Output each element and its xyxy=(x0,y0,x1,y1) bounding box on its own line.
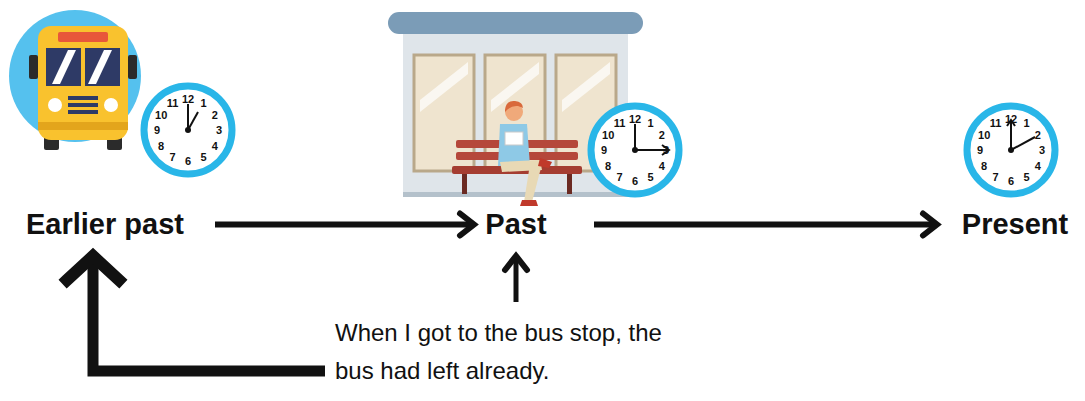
clock-hand xyxy=(187,104,189,130)
clock-number: 2 xyxy=(659,129,665,140)
example-sentence: When I got to the bus stop, the bus had … xyxy=(335,314,665,390)
clock-number: 3 xyxy=(663,145,669,156)
clock-number: 10 xyxy=(602,129,614,140)
bus-bumper xyxy=(38,122,128,130)
bus-icon xyxy=(9,10,141,150)
clock-hand xyxy=(1010,121,1012,150)
clock-number: 6 xyxy=(185,156,191,167)
clock-number: 12 xyxy=(1005,114,1017,125)
clock-number: 8 xyxy=(158,140,164,151)
node-text: Present xyxy=(945,207,1085,242)
pointer-arrow xyxy=(93,256,325,371)
clock-number: 2 xyxy=(212,109,218,120)
clock-face xyxy=(591,106,679,194)
node-text: Earlier past xyxy=(5,207,205,242)
clock-number: 11 xyxy=(614,118,626,129)
clock-number: 12 xyxy=(629,114,641,125)
bus-body xyxy=(38,26,128,140)
bus-divider xyxy=(81,48,85,86)
clock-rim xyxy=(967,106,1055,194)
clock-number: 7 xyxy=(169,151,175,162)
clock-number: 5 xyxy=(647,171,653,182)
clock-hand xyxy=(1011,137,1035,150)
clock-number: 3 xyxy=(216,125,222,136)
person-shoe xyxy=(520,200,538,206)
shelter-base xyxy=(403,192,628,197)
timeline-arrow xyxy=(215,222,474,228)
shelter-roof xyxy=(388,12,643,34)
clock-face xyxy=(144,86,232,174)
clock-pin xyxy=(1008,147,1014,153)
glass-shine xyxy=(88,50,112,84)
clock-number: 8 xyxy=(605,160,611,171)
clock-number: 7 xyxy=(992,171,998,182)
person-shin xyxy=(524,164,542,202)
clock-number: 2 xyxy=(1035,129,1041,140)
clock-number: 4 xyxy=(1035,160,1041,171)
bench-leg xyxy=(462,174,467,194)
bus-mirror xyxy=(29,55,38,79)
clock-number: 1 xyxy=(1023,118,1029,129)
clock-hand xyxy=(634,124,636,150)
clock-number: 12 xyxy=(182,94,194,105)
bus-headlight xyxy=(48,98,62,112)
clock-number: 8 xyxy=(981,160,987,171)
person-book xyxy=(505,132,523,145)
clock-number: 11 xyxy=(990,118,1002,129)
clock-number: 7 xyxy=(616,171,622,182)
person-shoe xyxy=(538,158,552,168)
clock-number: 1 xyxy=(647,118,653,129)
glass-shine xyxy=(52,50,76,84)
glass-shine xyxy=(420,62,468,112)
bench-leg xyxy=(567,174,572,194)
glass-shine xyxy=(491,62,539,112)
person-hair xyxy=(505,101,523,112)
bus-headlight xyxy=(104,98,118,112)
person-shirt xyxy=(498,124,530,166)
node-text: Past xyxy=(480,207,552,242)
bus-grill xyxy=(68,103,98,107)
clock-number: 4 xyxy=(212,140,218,151)
clock-face xyxy=(967,106,1055,194)
clock-number: 5 xyxy=(200,151,206,162)
bus-grill xyxy=(68,96,98,100)
bus-grill xyxy=(68,110,98,114)
clock-pin xyxy=(632,147,638,153)
bus-windshield xyxy=(46,48,120,86)
clock-number: 9 xyxy=(601,145,607,156)
clock-number: 10 xyxy=(978,129,990,140)
clock-number: 6 xyxy=(1008,176,1014,187)
pointer-arrow xyxy=(514,256,519,302)
clock-hand-tip xyxy=(662,145,669,155)
clock-rim xyxy=(591,106,679,194)
timeline-point: Present xyxy=(945,207,1085,242)
clock-pin xyxy=(185,127,191,133)
glass-shine xyxy=(562,62,610,112)
timeline-arrow xyxy=(594,222,937,228)
clock-number: 5 xyxy=(1023,171,1029,182)
clock-number: 6 xyxy=(632,176,638,187)
clock-hand xyxy=(188,112,198,130)
bus-backdrop xyxy=(9,10,141,142)
bus-sign xyxy=(58,32,108,42)
waiting-person xyxy=(498,101,552,206)
clock-number: 4 xyxy=(659,160,665,171)
clock-number: 11 xyxy=(167,98,179,109)
timeline-point: Past xyxy=(480,207,552,242)
clock-number: 9 xyxy=(977,145,983,156)
clock-number: 1 xyxy=(200,98,206,109)
clock-number: 10 xyxy=(155,109,167,120)
timeline-point: Earlier past xyxy=(5,207,205,242)
bus-mirror xyxy=(128,55,137,79)
clock-number: 9 xyxy=(154,125,160,136)
node-text: When I got to the bus stop, the bus had … xyxy=(335,314,665,390)
clock-rim xyxy=(144,86,232,174)
clock-number: 3 xyxy=(1039,145,1045,156)
